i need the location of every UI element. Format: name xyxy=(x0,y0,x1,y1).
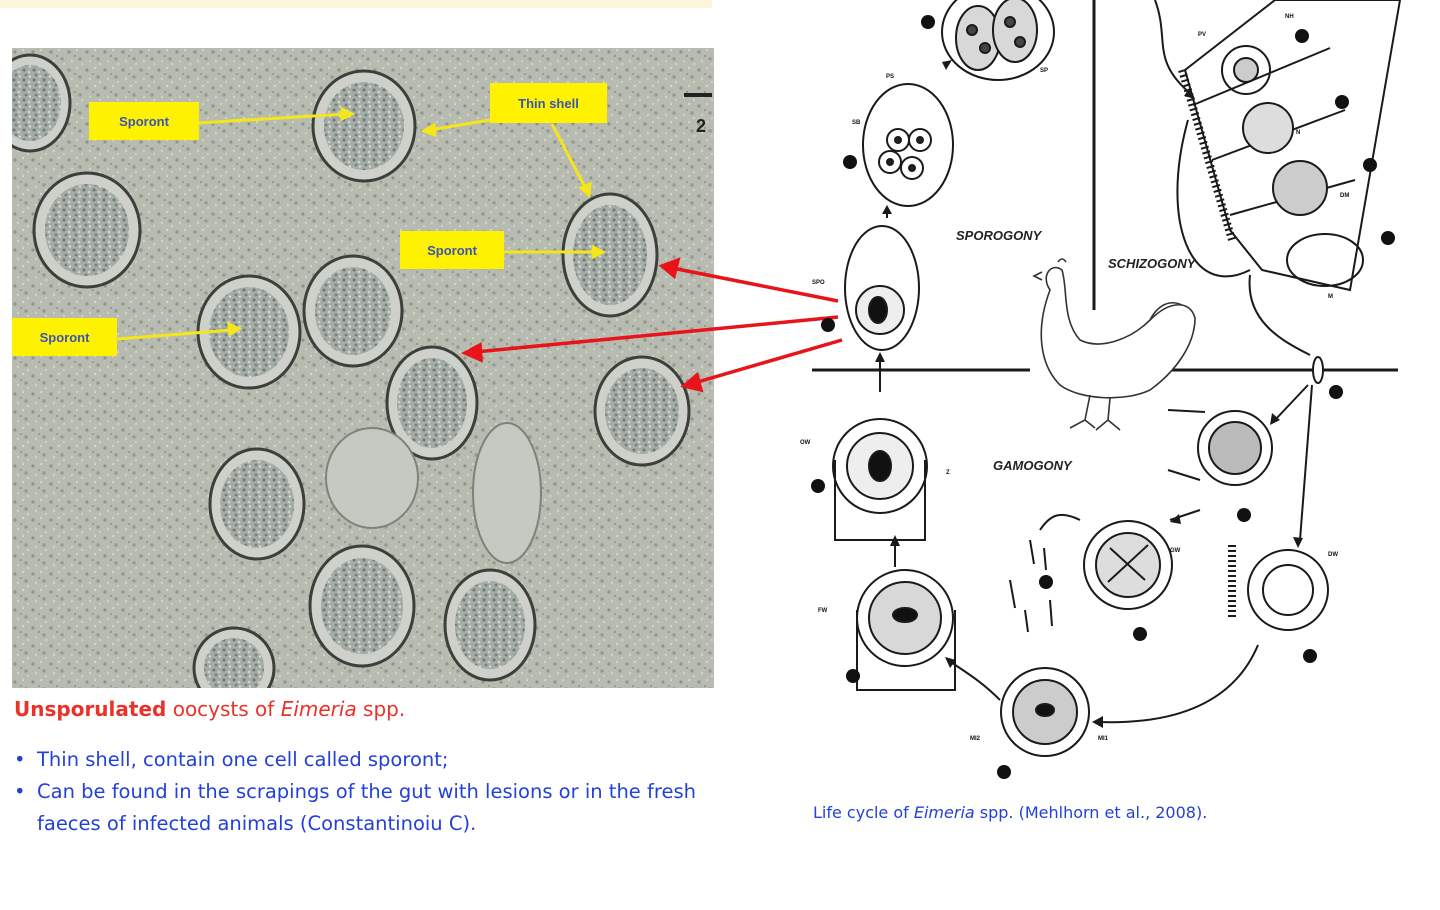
unsporulated-oocyst xyxy=(844,225,920,351)
abbr-gw: GW xyxy=(1170,548,1181,554)
phase-gamogony: GAMOGONY xyxy=(993,458,1073,473)
micrograph-svg: 2 xyxy=(12,48,714,688)
macrogamete-cell xyxy=(1167,409,1273,486)
oocyst xyxy=(12,53,72,153)
abbr-mi1: MI1 xyxy=(1098,736,1109,742)
abbr-dw: DW xyxy=(1328,552,1338,558)
cycle-arrowheads xyxy=(875,60,1303,728)
bullet-item: • Thin shell, contain one cell called spo… xyxy=(14,744,714,776)
oocyst xyxy=(385,345,479,461)
life-cycle-caption: Life cycle of Eimeria spp. (Mehlhorn et … xyxy=(813,803,1207,822)
abbr-sb: SB xyxy=(852,120,861,126)
bullet-text: Thin shell, contain one cell called spor… xyxy=(37,748,449,771)
abbr-pv: PV xyxy=(1198,32,1206,38)
caption-middle: oocysts of xyxy=(166,697,281,721)
sporulated-oocyst xyxy=(941,0,1055,81)
lc-caption-prefix: Life cycle of xyxy=(813,803,914,822)
oocysts xyxy=(12,53,691,688)
oocyst xyxy=(192,626,276,688)
bullet-dot: • xyxy=(14,748,26,771)
top-band xyxy=(0,0,712,8)
abbr-sp: SP xyxy=(1040,68,1048,74)
lc-caption-genus: Eimeria xyxy=(913,803,975,822)
abbr-n: N xyxy=(1296,130,1300,136)
bullet-item: • Can be found in the scrapings of the gu… xyxy=(14,776,714,840)
sporoblast-oocyst xyxy=(862,83,954,207)
abbr-dm: DM xyxy=(1340,193,1349,199)
fertilization-cell xyxy=(1000,667,1090,757)
oocyst xyxy=(593,355,691,467)
label-pointers xyxy=(116,106,607,341)
oocyst xyxy=(196,274,302,390)
abbr-mi2: MI2 xyxy=(970,736,981,742)
oocyst xyxy=(32,171,142,289)
bullet-list: • Thin shell, contain one cell called spo… xyxy=(14,744,714,840)
oocyst xyxy=(208,447,306,561)
oocyst xyxy=(308,544,416,668)
label-thin-shell: Thin shell xyxy=(490,83,607,123)
deformed-oocyst xyxy=(472,422,542,564)
microgametocyte-cell xyxy=(1083,520,1173,610)
scale-mark: 2 xyxy=(696,116,706,136)
deformed-oocyst xyxy=(325,427,419,529)
label-sporont: Sporont xyxy=(400,231,504,269)
oocyst xyxy=(311,69,417,183)
caption-bold: Unsporulated xyxy=(14,697,167,721)
abbr-fw: FW xyxy=(818,608,828,614)
intestinal-epithelium xyxy=(1178,0,1402,292)
zygote-cell xyxy=(856,569,956,691)
micrograph-caption: Unsporulated oocysts of Eimeria spp. xyxy=(14,697,405,721)
oocyst xyxy=(302,254,404,368)
abbr-ps: PS xyxy=(886,74,894,80)
phase-schizogony: SCHIZOGONY xyxy=(1108,256,1197,271)
lc-caption-suffix: spp. (Mehlhorn et al., 2008). xyxy=(974,803,1208,822)
oocyst xyxy=(443,568,537,682)
label-sporont: Sporont xyxy=(12,318,117,356)
oocyst xyxy=(561,192,659,318)
caption-end: spp. xyxy=(356,697,406,721)
abbr-nh: NH xyxy=(1285,14,1294,20)
phase-sporogony: SPOROGONY xyxy=(956,228,1043,243)
caption-genus: Eimeria xyxy=(280,697,357,721)
bullet-dot: • xyxy=(14,780,26,803)
bullet-text: Can be found in the scrapings of the gut… xyxy=(37,780,696,835)
abbr-ow: OW xyxy=(800,440,811,446)
young-oocyst-cell xyxy=(832,418,928,541)
abbr-spo: SPO xyxy=(812,280,825,286)
macrogamete-right xyxy=(1228,545,1329,631)
oocyst-micrograph: 2 Sporont Thin shell Sporont Sporont xyxy=(12,48,714,688)
stage-markers xyxy=(811,15,1395,779)
abbr-z: Z xyxy=(946,470,950,476)
chicken-illustration xyxy=(1032,258,1196,431)
abbr-m: M xyxy=(1328,294,1333,300)
label-sporont: Sporont xyxy=(89,102,199,140)
scale-bar xyxy=(684,93,712,97)
